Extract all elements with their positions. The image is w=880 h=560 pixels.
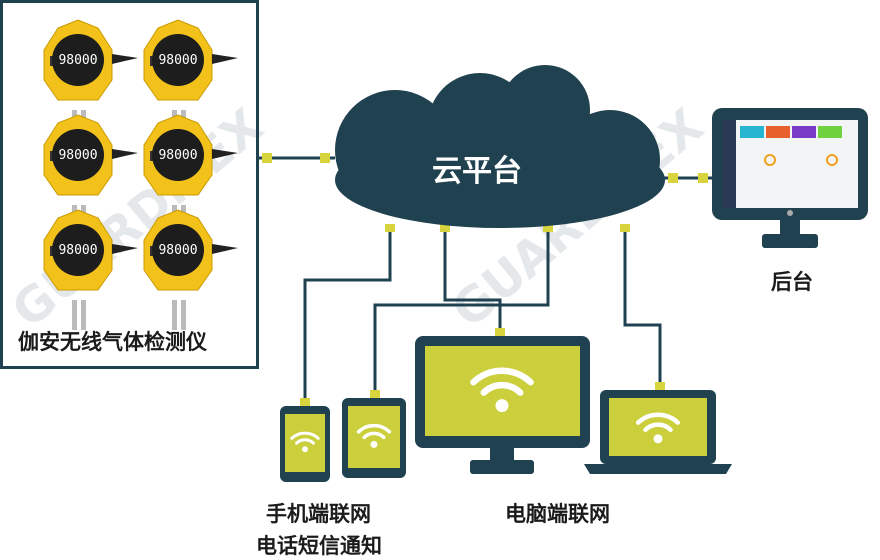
- tablet-icon: [342, 398, 406, 478]
- pc-label: 电脑端联网: [505, 502, 610, 526]
- detector-group-label: 伽安无线气体检测仪: [18, 330, 207, 354]
- detector-group-box: [0, 0, 259, 369]
- cloud-platform-label: 云平台: [432, 154, 522, 189]
- backend-monitor-icon: [712, 108, 868, 248]
- mobile-label: 手机端联网: [266, 502, 371, 526]
- connectors: [262, 153, 708, 406]
- svg-text:GUARDMEX: GUARDMEX: [2, 98, 274, 339]
- desktop-monitor-icon: [415, 336, 590, 474]
- sms-label: 电话短信通知: [256, 534, 382, 558]
- laptop-icon: [584, 390, 732, 474]
- connection-lines: [258, 156, 712, 408]
- cloud-icon: [335, 65, 665, 228]
- backend-label: 后台: [771, 270, 813, 294]
- gas-detectors: [43, 19, 239, 331]
- phone-icon: [280, 406, 330, 482]
